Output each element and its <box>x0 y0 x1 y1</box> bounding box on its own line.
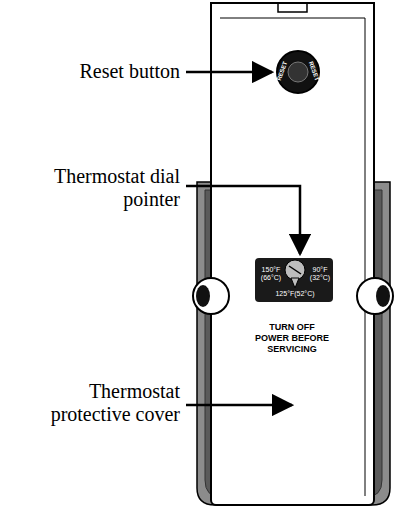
button-text: RESET <box>275 58 290 84</box>
temperature-label: 90°F (32°C) <box>307 266 333 282</box>
leader-arrow <box>186 186 300 254</box>
leader-arrow <box>186 404 292 407</box>
dial-window: 150°F (66°C) 90°F (32°C) 125°F(52°C) <box>255 258 333 302</box>
temperature-label: 125°F(52°C) <box>265 290 325 298</box>
mounting-tab <box>193 278 393 314</box>
protective-cover: RESET RESET 150°F (66°C) 90°F (32°C) 125°F(5… <box>210 2 375 506</box>
cover-notch <box>278 4 307 12</box>
warning-text: TURN OFF POWER BEFORE SERVICING <box>252 322 332 355</box>
callout-label: Thermostat dial pointer <box>4 165 180 211</box>
reset-button: RESET RESET <box>276 50 320 94</box>
temperature-label: 150°F (66°C) <box>257 266 285 282</box>
cover-edge <box>220 18 365 496</box>
leader-arrow <box>186 71 272 74</box>
dial-pointer <box>291 278 299 288</box>
callout-label: Thermostat protective cover <box>50 380 180 426</box>
callout-label: Reset button <box>4 60 180 83</box>
button-text: RESET <box>307 58 322 84</box>
button-center <box>288 62 308 82</box>
